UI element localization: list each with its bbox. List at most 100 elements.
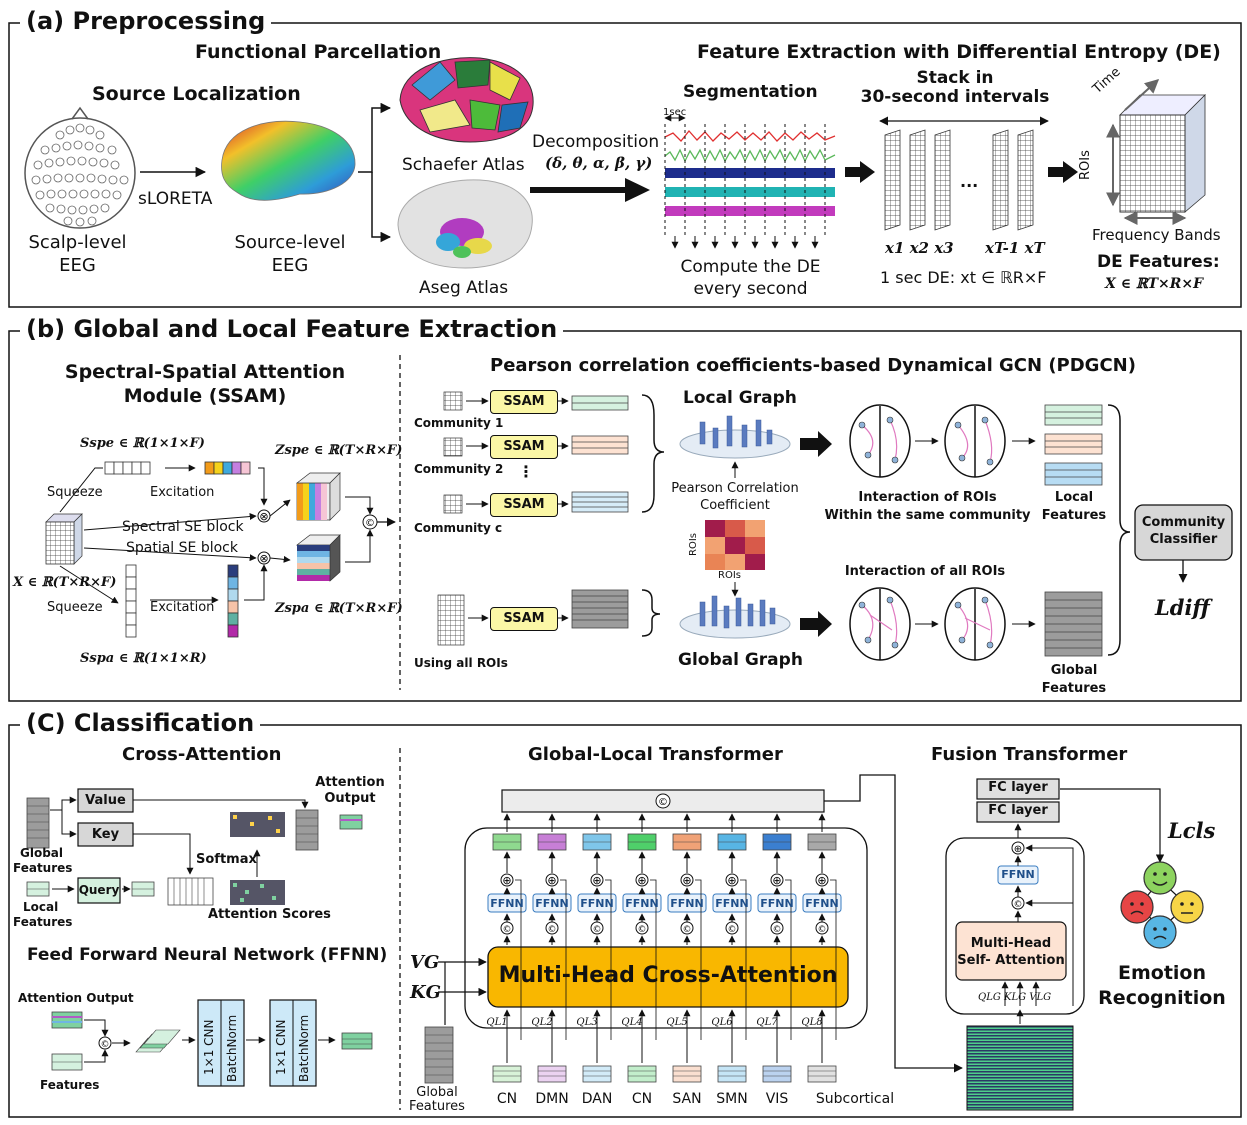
section-a-border	[8, 22, 1242, 308]
svg-text:⊕: ⊕	[592, 874, 601, 887]
query-label: Query	[78, 883, 120, 897]
svg-text:⊕: ⊕	[817, 874, 826, 887]
svg-text:©: ©	[503, 925, 512, 935]
x-input-label: X ∈ ℝ(T×R×F)	[13, 575, 117, 590]
frequency-bands-label: Frequency Bands	[1092, 226, 1221, 244]
global-graph-label: Global Graph	[678, 650, 803, 670]
de-feature-cube	[1106, 79, 1206, 225]
ssam-input-cube	[45, 513, 83, 565]
glt-input-bar	[762, 1065, 792, 1083]
de-formula-label: X ∈ ℝT×R×F	[1105, 276, 1204, 292]
section-c-border	[8, 724, 1242, 1118]
s-spe-label: Sspe ∈ ℝ(1×1×F)	[80, 436, 205, 451]
bands-label: (δ, θ, α, β, γ)	[545, 154, 653, 172]
schaefer-atlas-image	[399, 57, 534, 143]
z-spa-stack	[295, 534, 341, 582]
community-cubes	[437, 391, 465, 646]
local-graph-image	[679, 415, 791, 459]
svg-text:⊗: ⊗	[259, 510, 268, 523]
local-features-label-2: Features	[1041, 508, 1107, 523]
glt-input-bar	[582, 1065, 612, 1083]
community-2-label: Community 2	[414, 462, 504, 476]
glt-input-bar	[492, 1065, 522, 1083]
svg-text:⊕: ⊕	[727, 874, 736, 887]
x-end-label: xT-1 xT	[985, 239, 1045, 257]
glt-community-label: CN	[496, 1091, 518, 1107]
svg-text:©: ©	[365, 518, 375, 529]
interaction-all-label: Interaction of all ROIs	[844, 564, 1006, 579]
mhsa-label-1: Multi-Head	[970, 936, 1052, 951]
svg-text:⊗: ⊗	[259, 552, 268, 565]
svg-text:⊕: ⊕	[772, 874, 781, 887]
one-sec-label: 1sec	[663, 107, 687, 118]
decomposition-arrow	[530, 178, 650, 202]
fc-layer-2-label: FC layer	[988, 803, 1048, 818]
svg-text:©: ©	[683, 925, 692, 935]
attention-scores-matrix	[230, 880, 285, 905]
ca-local-features-label-1: Local	[23, 900, 59, 914]
glt-input-bar	[807, 1065, 837, 1083]
ssam-box-1: SSAM	[490, 390, 558, 414]
fc-layer-2	[976, 801, 1060, 823]
community-1-label: Community 1	[414, 416, 504, 430]
emotion-faces	[1120, 861, 1204, 949]
local-graph-label: Local Graph	[683, 388, 797, 408]
schaefer-label: Schaefer Atlas	[402, 155, 525, 175]
fc-layer-1	[976, 778, 1060, 800]
scalp-label-2: EEG	[59, 255, 96, 276]
batchnorm-label-2: BatchNorm	[297, 1014, 311, 1082]
attention-scores-label: Attention Scores	[208, 907, 331, 922]
svg-text:⊕: ⊕	[1014, 844, 1022, 855]
ca-global-features-label-1: Global	[20, 846, 64, 860]
glt-global-label-2: Features	[409, 1099, 465, 1114]
section-b-title: (b) Global and Local Feature Extraction	[20, 315, 564, 343]
ffnn-attention-output-label: Attention Output	[18, 991, 134, 1005]
l-cls-label: Lcls	[1168, 818, 1216, 843]
squeeze-top-label: Squeeze	[47, 485, 103, 500]
svg-text:©: ©	[1014, 900, 1023, 910]
ffnn-features-label: Features	[40, 1078, 100, 1092]
softmax-label: Softmax	[196, 852, 257, 867]
svg-text:©: ©	[638, 925, 647, 935]
scalp-label-1: Scalp-level	[28, 232, 127, 253]
fusion-title: Fusion Transformer	[931, 744, 1128, 765]
query-box	[77, 877, 121, 904]
mhsa-label-2: Self- Attention	[957, 953, 1065, 968]
glt-ffnn-label: FFNN	[670, 897, 704, 910]
svg-text:©: ©	[658, 797, 668, 808]
svg-text:©: ©	[101, 1040, 110, 1050]
segmentation-signals	[664, 114, 836, 249]
ssam-box-c: SSAM	[490, 493, 558, 517]
functional-parcellation-title: Functional Parcellation	[195, 41, 442, 63]
softmax-matrix	[230, 812, 285, 837]
fusion-block	[945, 837, 1085, 1015]
kg-label: KG	[410, 982, 442, 1003]
glt-q-label: QL2	[531, 1017, 553, 1028]
ca-local-features-label-2: Features	[13, 915, 73, 929]
z-spa-label: Zspa ∈ ℝ(T×R×F)	[275, 601, 403, 616]
pdgcn-title: Pearson correlation coefficients-based D…	[490, 355, 1136, 376]
aseg-atlas-image	[397, 179, 533, 269]
z-spe-label: Zspe ∈ ℝ(T×R×F)	[275, 443, 403, 458]
mhsa-box	[955, 921, 1067, 981]
stack-label-1: Stack in	[916, 68, 994, 88]
glt-q-label: QL7	[756, 1017, 778, 1028]
glt-community-label: Subcortical	[815, 1091, 895, 1107]
ca-global-features-label-2: Features	[13, 861, 73, 875]
section-b-border	[8, 330, 1242, 702]
emotion-label-2: Recognition	[1098, 987, 1226, 1009]
svg-text:⊕: ⊕	[637, 874, 646, 887]
attention-output-bar	[339, 814, 363, 830]
emotion-label-1: Emotion	[1117, 962, 1206, 984]
vg-label: VG	[410, 952, 440, 973]
segmentation-title: Segmentation	[683, 82, 818, 102]
pearson-label-2: Coefficient	[700, 498, 770, 513]
de-features-label: DE Features:	[1097, 252, 1220, 272]
glt-community-label: SMN	[716, 1091, 748, 1107]
pearson-heatmap	[705, 520, 765, 570]
glt-title: Global-Local Transformer	[528, 744, 783, 765]
glt-input-bar	[537, 1065, 567, 1083]
aseg-label: Aseg Atlas	[419, 278, 509, 298]
l-diff-label: Ldiff	[1155, 595, 1210, 620]
source-label-2: EEG	[271, 255, 309, 276]
